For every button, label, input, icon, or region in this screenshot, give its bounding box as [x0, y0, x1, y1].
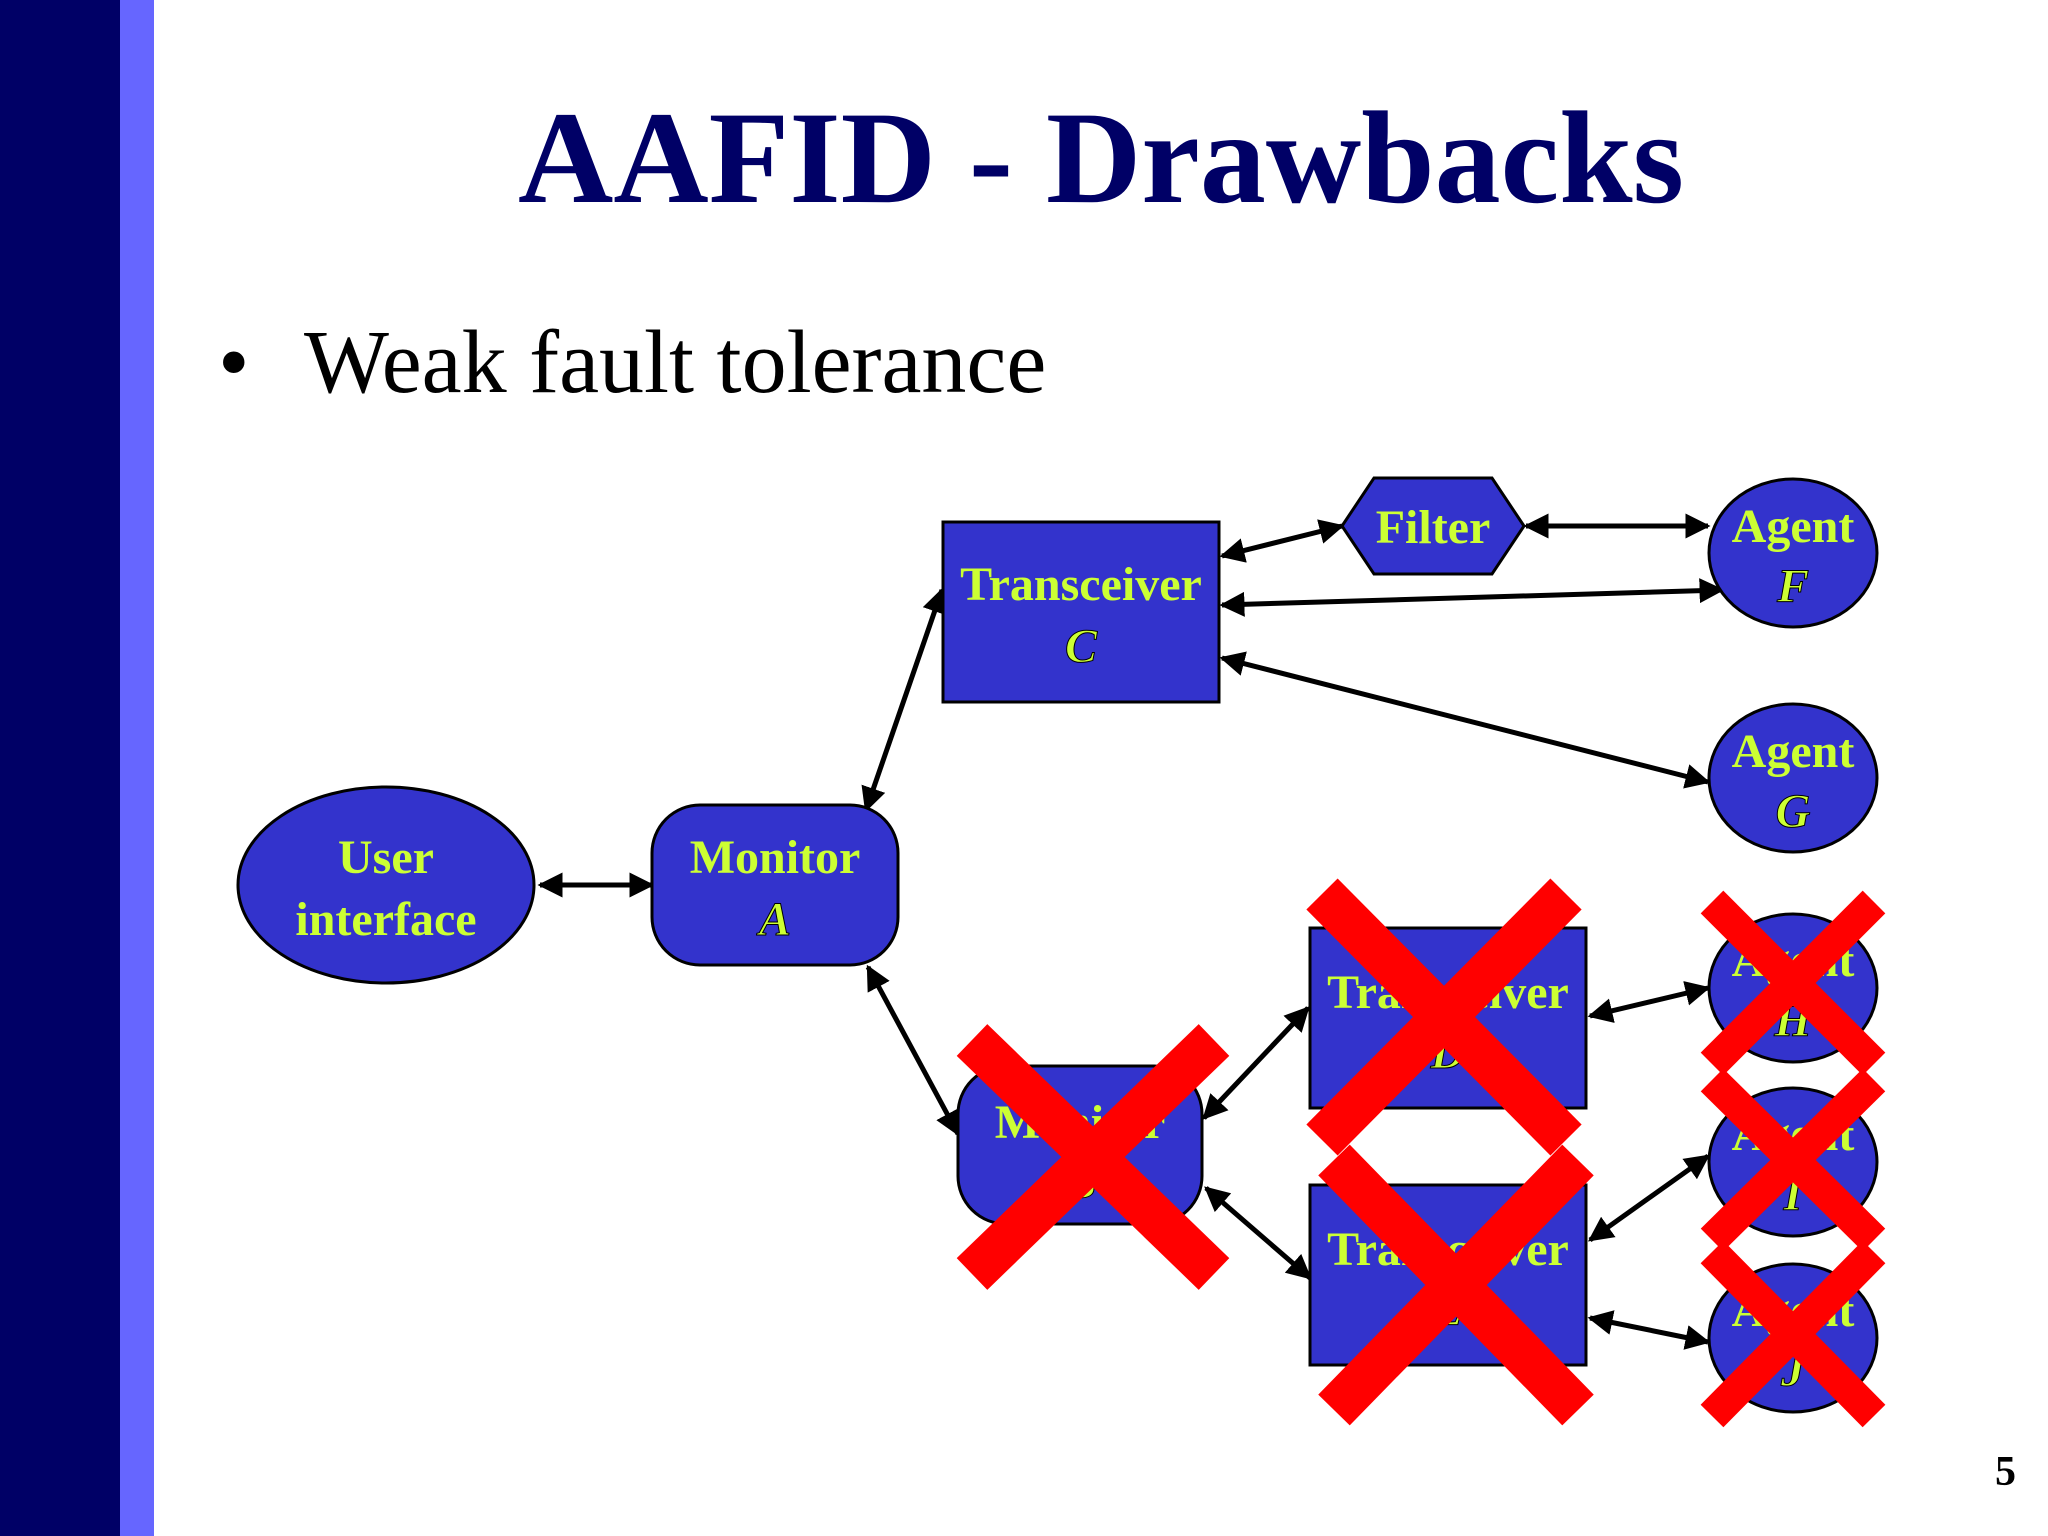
- node-label: A: [756, 893, 791, 946]
- failure-crosses: [956, 878, 1886, 1428]
- connector-lines: [537, 513, 1725, 1350]
- arrow-transceiver-c-agent-f: [1219, 578, 1725, 617]
- page-number: 5: [1995, 1449, 2016, 1495]
- arrow-transceiver-c-filter: [1219, 519, 1345, 563]
- node-label: Monitor: [690, 831, 861, 884]
- node-agent-g: Agent G: [1707, 702, 1879, 854]
- node-transceiver-c: Transceiver C: [941, 520, 1221, 704]
- node-filter: Filter: [1340, 476, 1526, 576]
- node-label: F: [1776, 560, 1809, 613]
- arrow-monitor-a-monitor-b: [865, 964, 961, 1137]
- arrow-monitor-b-transceiver-e: [1204, 1186, 1312, 1280]
- arrow-transceiver-c-agent-g: [1219, 651, 1711, 789]
- arrow-monitor-b-transceiver-d: [1202, 1006, 1310, 1120]
- node-label: interface: [295, 893, 476, 946]
- node-label: C: [1065, 620, 1098, 673]
- arrow-monitor-a-transceiver-c: [861, 587, 947, 813]
- arrow-transceiver-e-agent-i: [1587, 1153, 1711, 1243]
- slide-title: AAFID - Drawbacks: [518, 84, 1684, 231]
- bullet-dot-icon: •: [218, 313, 250, 412]
- cross-icon-transceiver-e: [1318, 1144, 1594, 1426]
- cross-icon-monitor-b: [956, 1024, 1230, 1290]
- left-bar-dark: [0, 0, 120, 1536]
- cross-icon-transceiver-d: [1306, 878, 1582, 1156]
- node-agent-f: Agent F: [1707, 477, 1879, 629]
- arrow-transceiver-d-agent-h: [1587, 981, 1711, 1023]
- node-label: Filter: [1376, 501, 1491, 554]
- bullet-item: •Weak fault tolerance: [218, 318, 1046, 408]
- node-label: Agent: [1732, 500, 1855, 553]
- node-label: User: [338, 831, 434, 884]
- node-monitor-a: Monitor A: [650, 803, 900, 967]
- node-user-interface: User interface: [236, 785, 536, 985]
- bullet-text: Weak fault tolerance: [304, 313, 1047, 412]
- node-label: G: [1776, 785, 1811, 838]
- node-label: Agent: [1732, 725, 1855, 778]
- cross-icon-agent-i: [1700, 1068, 1886, 1252]
- node-label: Transceiver: [960, 558, 1202, 611]
- cross-icon-agent-h: [1700, 890, 1886, 1076]
- left-bar-light: [120, 0, 154, 1536]
- cross-icon-agent-j: [1700, 1240, 1886, 1428]
- arrow-transceiver-e-agent-j: [1587, 1310, 1711, 1350]
